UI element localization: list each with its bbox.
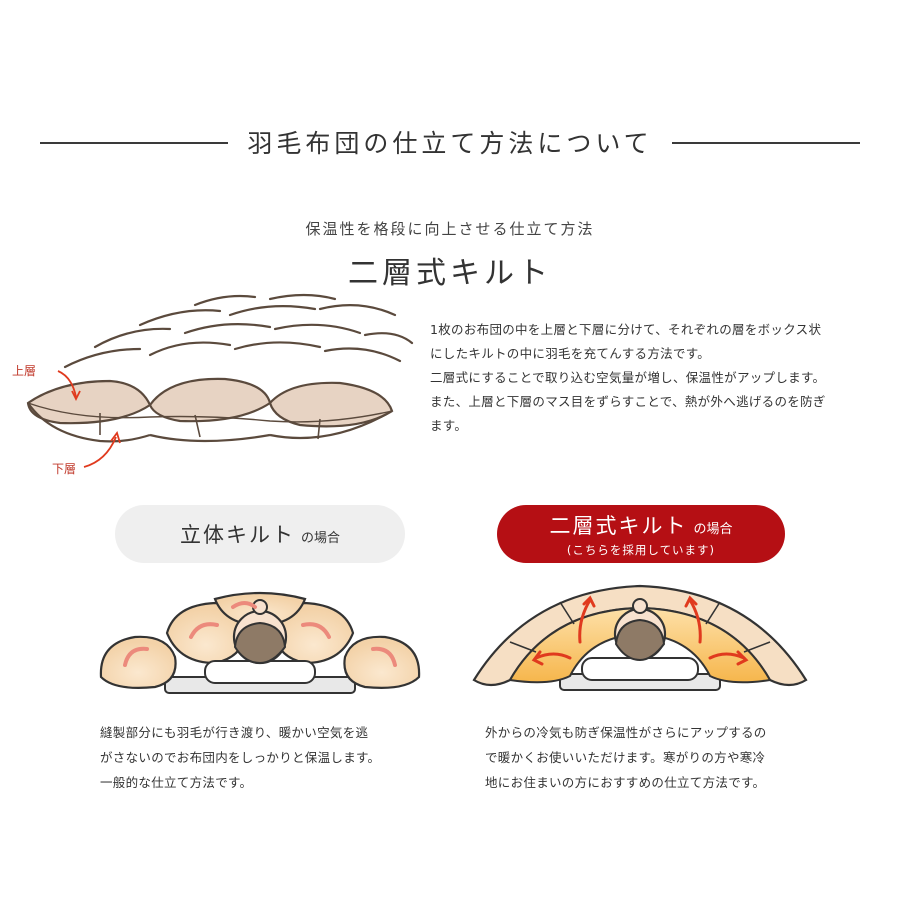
description: 1枚のお布団の中を上層と下層に分けて、それぞれの層をボックス状 にしたキルトの中… [430,318,880,438]
two-layer-quilt-diagram [26,293,414,468]
description-line: にしたキルトの中に羽毛を充てんする方法です。 [430,346,711,361]
solid-quilt-illustration [99,591,421,694]
description-line: ます。 [430,418,468,433]
description-line: 1枚のお布団の中を上層と下層に分けて、それぞれの層をボックス状 [430,322,822,337]
subtitle: 保温性を格段に向上させる仕立て方法 [305,220,595,238]
heading: 二層式キルト [348,256,552,291]
solid-quilt-text-line: がさないのでお布団内をしっかりと保温します。 [100,750,381,765]
solid-quilt-text: 縫製部分にも羽毛が行き渡り、暖かい空気を逃 がさないのでお布団内をしっかりと保温… [100,720,380,795]
lower-layer-label: 下層 [52,462,77,476]
solid-quilt-name: 立体キルト [179,523,295,547]
adopted-note: (こちらを採用しています) [566,543,716,557]
two-layer-quilt-name: 二層式キルト [549,514,688,538]
two-layer-quilt-suffix: の場合 [693,522,733,537]
solid-quilt-pill: 立体キルト の場合 [115,505,405,563]
section-title: 羽毛布団の仕立て方法について [247,129,653,158]
upper-layer-label: 上層 [12,364,37,378]
title-rule-right [672,142,860,144]
description-line: また、上層と下層のマス目をずらすことで、熱が外へ逃げるのを防ぎ [430,394,826,409]
two-layer-quilt-pill: 二層式キルト の場合 (こちらを採用しています) [497,505,785,563]
two-layer-quilt-text: 外からの冷気も防ぎ保温性がさらにアップするの で暖かくお使いいただけます。寒がり… [485,720,767,795]
description-line: 二層式にすることで取り込む空気量が増し、保温性がアップします。 [430,370,826,385]
solid-quilt-text-line: 一般的な仕立て方法です。 [100,775,253,790]
title-rule-left [40,142,228,144]
two-layer-quilt-illustration [472,584,808,691]
solid-quilt-suffix: の場合 [300,531,340,546]
two-layer-quilt-text-line: 地にお住まいの方におすすめの仕立て方法です。 [485,775,766,790]
two-layer-quilt-text-line: 外からの冷気も防ぎ保温性がさらにアップするの [485,725,767,740]
two-layer-quilt-text-line: で暖かくお使いいただけます。寒がりの方や寒冷 [485,750,766,765]
solid-quilt-text-line: 縫製部分にも羽毛が行き渡り、暖かい空気を逃 [100,725,369,740]
